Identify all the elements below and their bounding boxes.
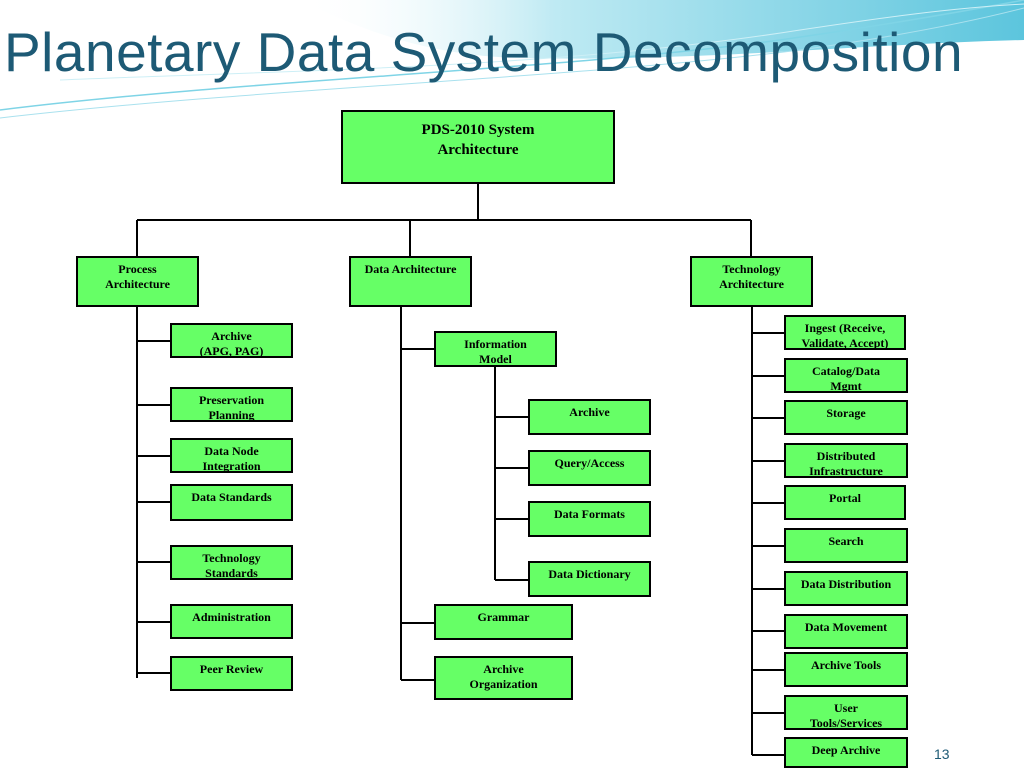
node-label: Grammar [477,610,530,624]
node-im-archive: Archive [528,399,651,435]
node-label: Data Distribution [800,577,892,591]
node-label: Data Dictionary [548,567,631,581]
node-label: Query/Access [554,456,625,470]
node-label: Data Node Integration [202,444,261,473]
node-label: Storage [826,406,866,420]
node-technology-standards: Technology Standards [170,545,293,580]
node-label: Peer Review [199,662,264,676]
page-number: 13 [934,746,950,762]
node-label: Catalog/Data Mgmt [812,364,880,393]
root-node-label: PDS-2010 System Architecture [421,122,535,158]
node-label: Technology Standards [202,551,261,580]
node-label: Information Model [464,337,527,366]
node-administration: Administration [170,604,293,639]
node-label: Data Architecture [364,262,457,276]
node-label: Deep Archive [811,743,881,757]
node-data-standards: Data Standards [170,484,293,521]
node-label: Ingest (Receive, Validate, Accept) [801,321,889,350]
node-label: Process Architecture [105,262,170,291]
node-data-dictionary: Data Dictionary [528,561,651,597]
node-label: Archive (APG, PAG) [199,329,264,358]
node-distributed-infrastructure: Distributed Infrastructure [784,443,908,478]
node-deep-archive: Deep Archive [784,737,908,768]
node-grammar: Grammar [434,604,573,640]
page-title: Planetary Data System Decomposition [4,21,964,83]
node-technology-architecture: Technology Architecture [690,256,813,307]
node-label: Preservation Planning [198,393,265,422]
node-label: Data Movement [804,620,888,634]
node-label: Portal [829,491,861,505]
node-label: Data Standards [191,490,272,504]
node-archive-organization: Archive Organization [434,656,573,700]
node-data-formats: Data Formats [528,501,651,537]
node-search: Search [784,528,908,563]
node-information-model: Information Model [434,331,557,367]
node-label: Search [828,534,864,548]
node-label: Archive Tools [810,658,882,672]
node-label: Administration [192,610,271,624]
node-portal: Portal [784,485,906,520]
node-label: User Tools/Services [809,701,883,730]
node-archive-tools: Archive Tools [784,652,908,687]
node-data-node-integration: Data Node Integration [170,438,293,473]
node-data-architecture: Data Architecture [349,256,472,307]
node-peer-review: Peer Review [170,656,293,691]
node-label: Archive Organization [469,662,538,691]
node-label: Distributed Infrastructure [809,449,883,478]
header-wave-decoration [0,0,1024,119]
root-node-pds-2010: PDS-2010 System Architecture [341,110,615,184]
node-label: Technology Architecture [719,262,784,291]
node-storage: Storage [784,400,908,435]
node-ingest: Ingest (Receive, Validate, Accept) [784,315,906,350]
node-data-distribution: Data Distribution [784,571,908,606]
node-label: Archive [569,405,610,419]
node-archive-apg-pag: Archive (APG, PAG) [170,323,293,358]
node-preservation-planning: Preservation Planning [170,387,293,422]
node-label: Data Formats [554,507,625,521]
node-user-tools-services: User Tools/Services [784,695,908,730]
node-process-architecture: Process Architecture [76,256,199,307]
node-query-access: Query/Access [528,450,651,486]
node-catalog-data-mgmt: Catalog/Data Mgmt [784,358,908,393]
node-data-movement: Data Movement [784,614,908,649]
